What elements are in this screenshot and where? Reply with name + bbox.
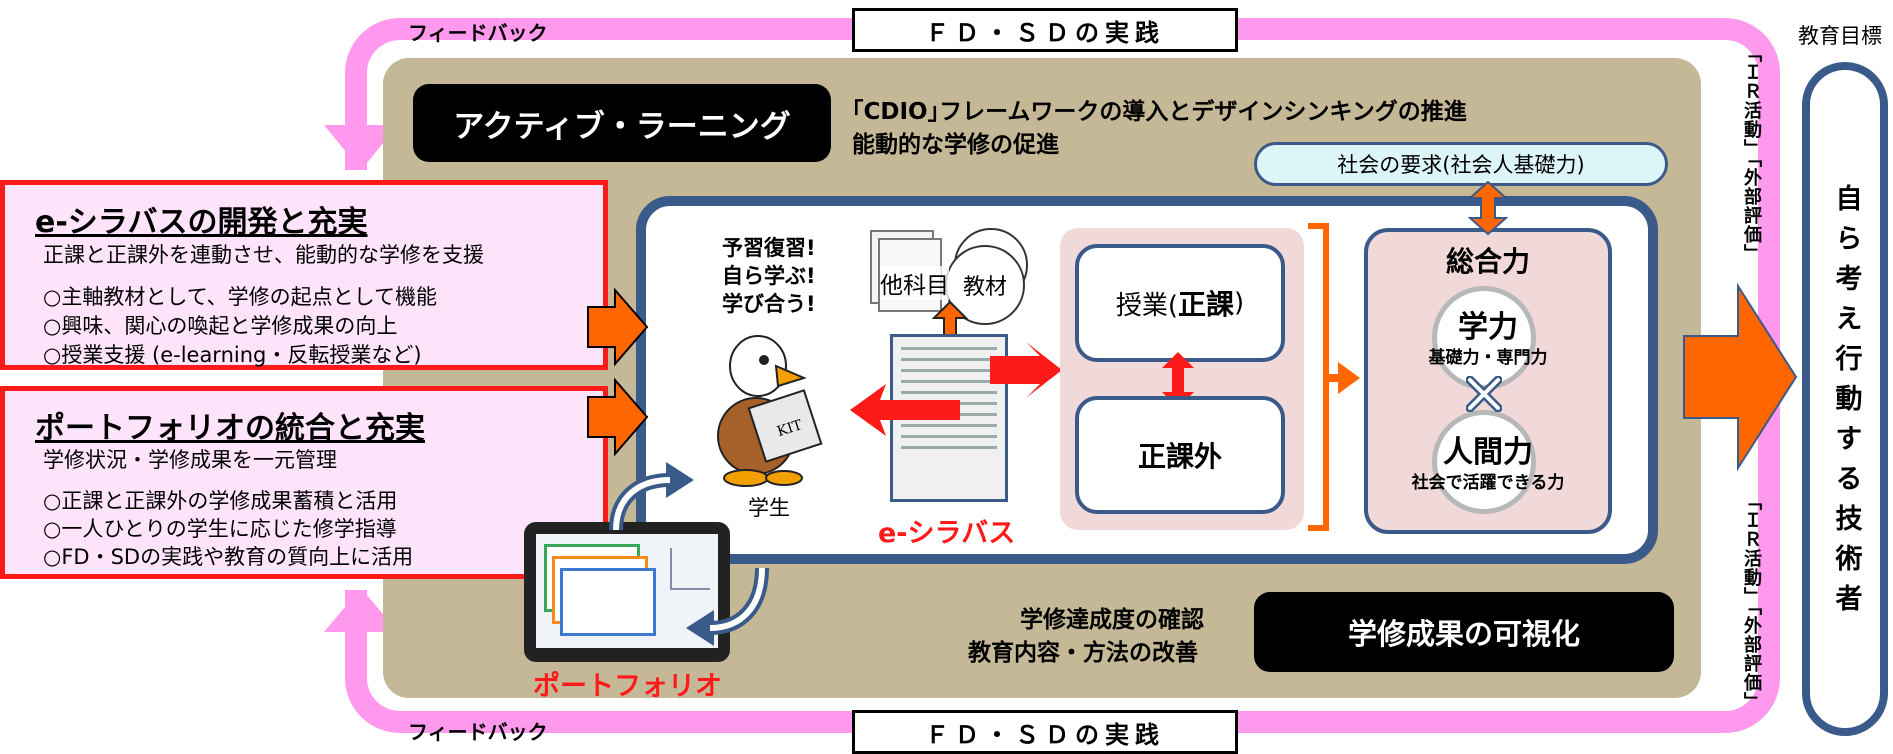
- doc-line: [901, 380, 997, 383]
- fdsd-box-top: ＦＤ・ＳＤの実践: [852, 8, 1238, 52]
- portfolio-panel-item: ○FD・SDの実践や教育の質向上に活用: [43, 545, 414, 569]
- doc-line: [901, 369, 997, 372]
- e-syllabus-panel-title: e-シラバスの開発と充実: [35, 205, 368, 240]
- student-slogan: 学び合う!: [722, 292, 816, 316]
- feedback-arrow-up: [324, 588, 398, 632]
- doc-line: [901, 424, 997, 427]
- portfolio-panel-title: ポートフォリオの統合と充実: [35, 411, 425, 446]
- human-sub: 社会で活躍できる力: [1411, 473, 1565, 493]
- e-syllabus-label: e-シラバス: [878, 518, 1016, 549]
- doc-line: [901, 435, 997, 438]
- visualization-line2: 教育内容・方法の改善: [968, 640, 1198, 666]
- doc-line: [901, 358, 997, 361]
- bracket-arrow: [1308, 223, 1360, 531]
- portfolio-panel-subtitle: 学修状況・学修成果を一元管理: [43, 448, 337, 472]
- curricular-suffix: ): [1234, 288, 1245, 318]
- academic-sub: 基礎力・専門力: [1428, 348, 1548, 368]
- cycle-arrows: [609, 462, 769, 646]
- visualization-box: 学修成果の可視化: [1254, 592, 1674, 672]
- active-learning-title: アクティブ・ラーニング: [413, 84, 831, 162]
- double-arrow-vertical-icon: [1162, 352, 1194, 408]
- feedback-label-top: フィードバック: [408, 21, 548, 45]
- e-syllabus-panel-item: ○主軸教材として、学修の起点として機能: [43, 285, 438, 309]
- cross-icon: [1466, 376, 1502, 412]
- goal-text: 自ら考え行動する技術者: [1830, 184, 1862, 624]
- portfolio-panel-item: ○正課と正課外の学修成果蓄積と活用: [43, 489, 398, 513]
- portfolio-panel-item: ○一人ひとりの学生に応じた修学指導: [43, 517, 397, 541]
- arrow-left-icon: [850, 384, 960, 436]
- screen-chart-icon: [670, 548, 710, 590]
- fdsd-box-bottom: ＦＤ・ＳＤの実践: [852, 710, 1238, 754]
- red-exchange-arrows: [850, 342, 1062, 436]
- double-arrow-vertical-icon: [1468, 180, 1508, 236]
- curricular-class-box: 授業(正課): [1075, 244, 1285, 362]
- social-demand-pill: 社会の要求(社会人基礎力): [1254, 142, 1668, 186]
- input-arrows: [587, 287, 649, 457]
- feedback-arrow-down: [324, 125, 398, 170]
- goal-caption: 教育目標: [1798, 24, 1882, 48]
- ir-label-top: 「ＩＲ活動」「外部評価」: [1741, 44, 1762, 263]
- doc-line: [901, 347, 997, 350]
- book-text: KIT: [775, 417, 805, 440]
- e-syllabus-panel: e-シラバスの開発と充実 正課と正課外を連動させ、能動的な学修を支援 ○主軸教材…: [0, 180, 608, 370]
- human-label: 人間力: [1443, 435, 1533, 470]
- student-label: 学生: [748, 496, 790, 520]
- extracurricular-box: 正課外: [1075, 396, 1285, 514]
- academic-circle: [1432, 286, 1536, 390]
- ir-label-bottom: 「ＩＲ活動」「外部評価」: [1741, 492, 1762, 711]
- doc-line: [901, 446, 997, 449]
- doc-line: [901, 391, 997, 394]
- arrow-right-icon: [587, 287, 649, 367]
- student-slogan: 予習復習!: [722, 236, 816, 260]
- human-circle: [1432, 410, 1536, 514]
- portfolio-label: ポートフォリオ: [533, 671, 722, 702]
- feedback-arrows: [324, 125, 398, 632]
- feedback-label-bottom: フィードバック: [408, 720, 548, 744]
- e-syllabus-panel-item: ○授業支援 (e-learning・反転授業など): [43, 343, 422, 367]
- portfolio-panel: ポートフォリオの統合と充実 学修状況・学修成果を一元管理 ○正課と正課外の学修成…: [0, 386, 608, 579]
- arrow-right-icon: [1338, 362, 1360, 394]
- arrow-right-icon: [587, 377, 649, 457]
- big-goal-arrow-icon: [1683, 282, 1798, 472]
- e-syllabus-panel-item: ○興味、関心の喚起と学修成果の向上: [43, 314, 398, 338]
- goal-pill: [1802, 62, 1888, 736]
- academic-label: 学力: [1458, 310, 1518, 345]
- screen-card: [560, 568, 656, 636]
- curricular-prefix: 授業(: [1115, 290, 1178, 321]
- visualization-line1: 学修達成度の確認: [1020, 607, 1204, 633]
- eagle-mascot-icon: KIT: [717, 335, 823, 487]
- student-slogan: 自ら学ぶ!: [722, 264, 816, 288]
- other-subjects-label: 他科目: [880, 266, 949, 300]
- e-syllabus-panel-subtitle: 正課と正課外を連動させ、能動的な学修を支援: [43, 243, 484, 267]
- active-learning-line2: 能動的な学修の促進: [852, 132, 1059, 158]
- active-learning-line1: ｢CDIO｣フレームワークの導入とデザインシンキングの推進: [852, 99, 1467, 125]
- curricular-emph: 正課: [1177, 288, 1234, 321]
- total-power-title: 総合力: [1445, 245, 1530, 278]
